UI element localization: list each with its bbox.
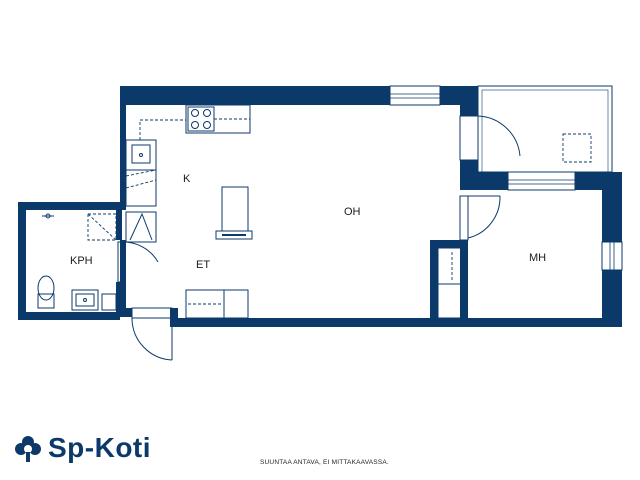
wall-bottom [175,318,622,327]
bathroom-fixtures [37,213,117,311]
kitchen-island-base [215,230,253,240]
bath-sink-icon [71,289,99,311]
entrance-door [131,307,173,361]
window-right [601,241,623,271]
wall-top [120,86,390,105]
hall-fixtures [185,289,249,319]
wall-bath-right [116,210,122,240]
kitchen-island [221,186,249,232]
window-top [389,85,441,106]
toilet-icon [37,275,55,309]
sink-icon [131,144,151,164]
tall-cabinet [125,211,157,243]
fridge [125,169,157,207]
bedroom-door [459,195,501,241]
wall-mid-horiz [460,172,508,190]
walls [18,85,623,327]
wall-bath-top [18,202,126,210]
bedroom-fixtures [437,247,467,319]
bath-cabinet [101,293,117,311]
balcony [477,85,613,173]
sp-koti-logo-icon [15,436,41,462]
balcony-inner [481,89,609,173]
room-label-living: OH [344,206,361,218]
wall-right [602,172,622,242]
wall-mid-vert [460,240,468,320]
wall-bath-bottom [18,312,120,320]
wall-right-lower [602,270,622,327]
shower-icon [42,213,54,219]
wall-left-lower [120,240,126,310]
wall-mid-top [460,86,478,116]
disclaimer-text: SUUNTAA ANTAVA, EI MITTAKAAVASSA. [260,459,389,466]
room-label-bedroom: MH [529,252,546,264]
wall-oh-mh [430,240,468,248]
brand-logo: Sp-Koti [12,432,151,464]
wall-bottom-step [170,308,178,327]
wall-oh-mh-2 [430,240,438,320]
wall-left-kitchen [120,86,126,206]
shower-area [87,213,117,241]
wall-bath-left [18,202,26,320]
room-label-hall: ET [196,259,210,271]
brand-name: Sp-Koti [48,432,152,463]
room-label-kitchen: K [183,173,191,185]
wardrobe [185,289,249,319]
doors [117,115,521,361]
kitchen-fixtures [125,104,253,243]
door-swing-icon [117,241,159,283]
room-label-bathroom: KPH [70,255,93,267]
wall-bath-right-2 [116,282,122,312]
wall-bottom-left [120,308,132,317]
bedroom-wardrobe [437,247,467,319]
balcony-table [562,133,592,163]
stove-icon [187,106,215,132]
balcony-door [459,115,521,161]
window-mh-top [507,171,576,191]
